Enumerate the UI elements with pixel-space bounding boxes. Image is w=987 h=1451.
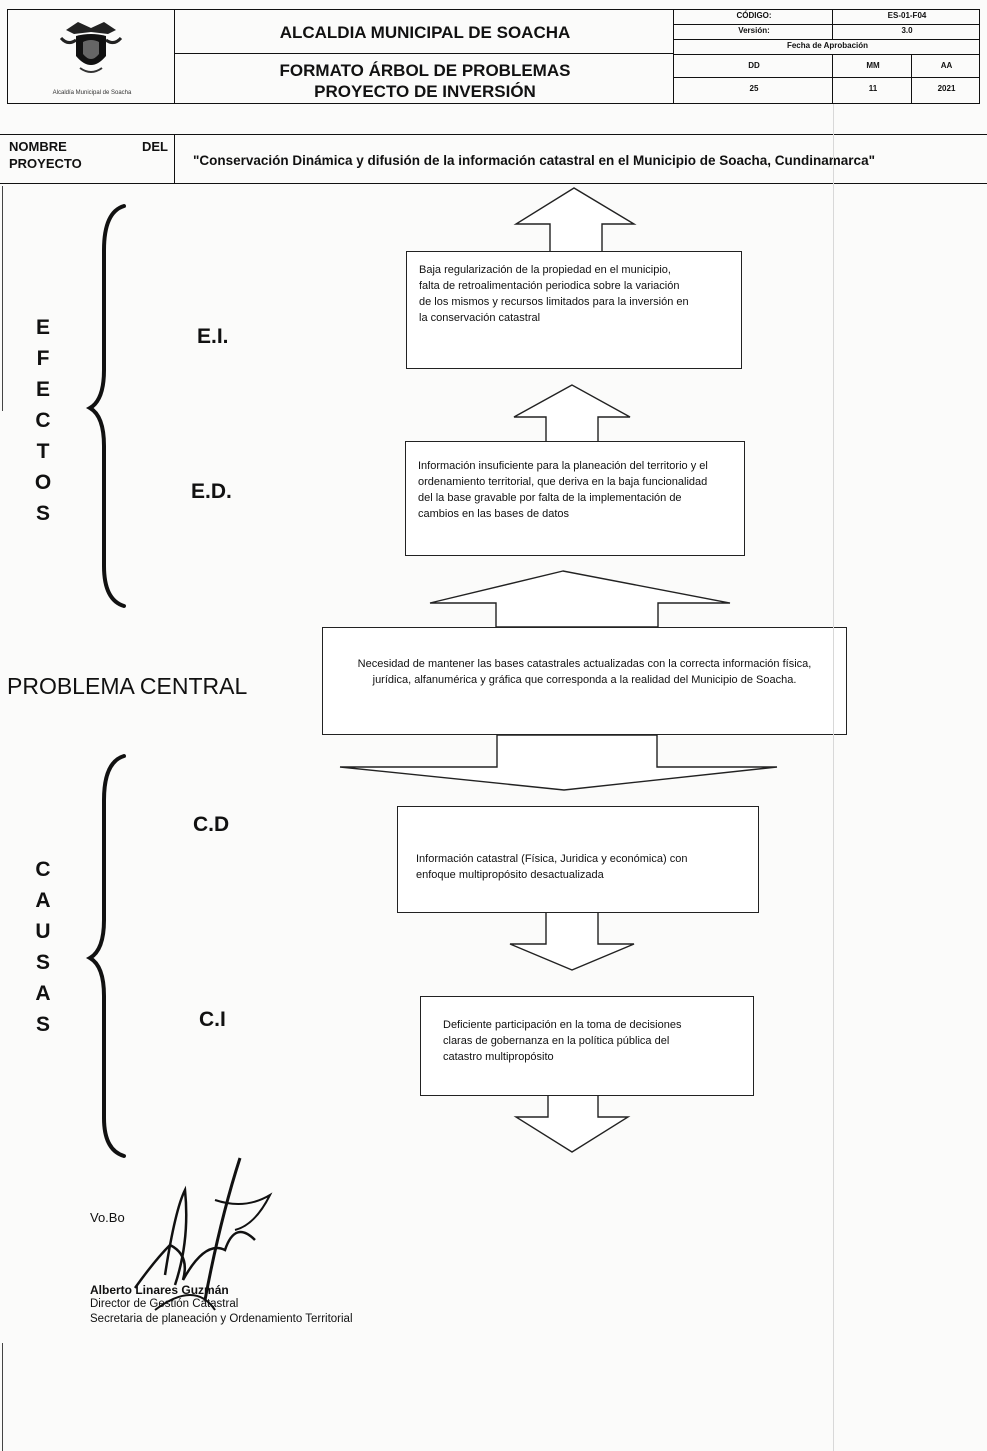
municipal-shield-logo (59, 22, 123, 73)
central-label: PROBLEMA CENTRAL (7, 673, 248, 699)
efectos-letter: S (35, 502, 50, 525)
code-value: ES-01-F04 (887, 11, 927, 20)
logo-cell: Alcaldía Municipal de Soacha (7, 9, 175, 104)
causas-letter: A (35, 889, 51, 912)
left-margin-line-top (2, 186, 3, 411)
causas-letter: A (35, 982, 51, 1005)
signer-office: Secretaria de planeación y Ordenamiento … (90, 1313, 353, 1325)
efectos-letter: T (36, 440, 50, 463)
efectos-letter: E (35, 378, 50, 401)
ei-text: Baja regularización de la propiedad en e… (419, 264, 689, 324)
dd-value: 25 (749, 84, 759, 93)
form-title: FORMATO ÁRBOL DE PROBLEMAS PROYECTO DE I… (279, 61, 571, 101)
project-row-top-border (0, 134, 987, 135)
efectos-letter: F (36, 347, 50, 370)
fold-line (833, 104, 834, 1451)
left-margin-line-bottom (2, 1343, 3, 1451)
ci-label: C.I (199, 1008, 226, 1031)
project-row-divider (174, 134, 175, 184)
project-row-bottom-border (0, 183, 987, 184)
handwritten-signature (133, 1157, 273, 1311)
ed-label: E.D. (191, 480, 232, 503)
causas-brace (85, 754, 126, 1158)
project-name: "Conservación Dinámica y difusión de la … (193, 153, 875, 168)
code-label: CÓDIGO: (736, 11, 772, 20)
aa-label: AA (940, 61, 953, 70)
dd-label: DD (748, 61, 760, 70)
project-label-line2: PROYECTO (9, 156, 82, 171)
efectos-vertical-label: E F E C T O S (28, 312, 58, 529)
up-arrow-middle (513, 384, 631, 443)
mm-value: 11 (868, 84, 878, 93)
cd-label: C.D (193, 813, 230, 836)
down-arrow-bottom (513, 1094, 631, 1153)
causas-letter: S (35, 1013, 50, 1036)
efectos-letter: E (35, 316, 50, 339)
ei-label: E.I. (197, 325, 229, 348)
logo-caption: Alcaldía Municipal de Soacha (52, 90, 132, 96)
ci-box: Deficiente participación en la toma de d… (420, 996, 754, 1096)
form-title-cell: FORMATO ÁRBOL DE PROBLEMAS PROYECTO DE I… (174, 53, 674, 104)
causas-vertical-label: C A U S A S (28, 854, 58, 1040)
version-value: 3.0 (901, 26, 913, 35)
efectos-letter: O (34, 471, 52, 494)
aa-value-cell: 2021 (911, 77, 980, 104)
approval-label: Fecha de Aprobación (786, 41, 869, 50)
causas-letter: S (35, 951, 50, 974)
efectos-brace (85, 204, 126, 608)
causas-letter: U (35, 920, 51, 943)
ed-text: Información insuficiente para la planeac… (418, 460, 708, 520)
project-label-line1: NOMBRE (9, 139, 67, 154)
causas-letter: C (35, 858, 51, 881)
down-arrow-middle (509, 911, 635, 971)
mm-label: MM (866, 61, 880, 70)
project-label-del: DEL (142, 139, 168, 154)
central-box: Necesidad de mantener las bases catastra… (322, 627, 847, 735)
efectos-letter: C (35, 409, 51, 432)
wide-down-arrow (339, 734, 778, 791)
wide-up-arrow (429, 570, 731, 628)
ci-text: Deficiente participación en la toma de d… (443, 1019, 682, 1063)
signer-position: Director de Gestión Catastral (90, 1298, 239, 1310)
ei-box: Baja regularización de la propiedad en e… (406, 251, 742, 369)
vobo-label: Vo.Bo (90, 1210, 125, 1225)
org-title: ALCALDIA MUNICIPAL DE SOACHA (279, 23, 571, 42)
aa-value: 2021 (937, 84, 956, 93)
central-text: Necesidad de mantener las bases catastra… (357, 658, 812, 686)
cd-text: Información catastral (Física, Juridica … (416, 853, 688, 881)
signer-name: Alberto Linares Guzmán (90, 1283, 229, 1297)
cd-box: Información catastral (Física, Juridica … (397, 806, 759, 913)
ed-box: Información insuficiente para la planeac… (405, 441, 745, 556)
up-arrow-top (513, 187, 637, 253)
version-label: Versión: (738, 26, 770, 35)
